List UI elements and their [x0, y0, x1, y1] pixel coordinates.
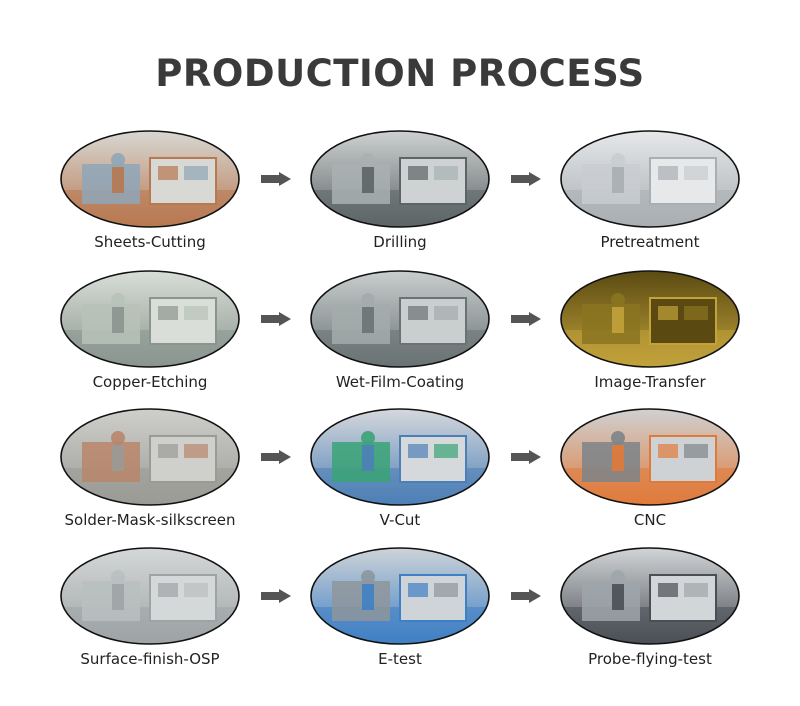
- pretreatment-line-photo: [560, 130, 740, 228]
- arrow-right-icon: [511, 589, 541, 603]
- etching-line-photo: [60, 270, 240, 368]
- arrow-right-icon: [511, 450, 541, 464]
- arrow-right-icon: [261, 450, 291, 464]
- coating-line-photo: [310, 270, 490, 368]
- arrow-right-icon: [261, 312, 291, 326]
- process-step-wet-film-coating: Wet-Film-Coating: [305, 270, 495, 400]
- arrow-right-icon: [261, 172, 291, 186]
- process-step-drilling: Drilling: [305, 130, 495, 260]
- step-label: V-Cut: [379, 511, 421, 529]
- process-step-cnc: CNC: [555, 408, 745, 538]
- process-step-v-cut: V-Cut: [305, 408, 495, 538]
- step-label: Solder-Mask-silkscreen: [64, 511, 236, 529]
- process-step-image-transfer: Image-Transfer: [555, 270, 745, 400]
- yellow-room-photo: [560, 270, 740, 368]
- drilling-machine-room-photo: [310, 130, 490, 228]
- arrow-right-icon: [511, 312, 541, 326]
- process-step-surface-finish-osp: Surface-finish-OSP: [55, 547, 245, 677]
- process-step-probe-flying-test: Probe-flying-test: [555, 547, 745, 677]
- arrow-right-icon: [261, 589, 291, 603]
- e-test-operators-photo: [310, 547, 490, 645]
- step-label: Wet-Film-Coating: [335, 373, 465, 391]
- v-cut-machines-photo: [310, 408, 490, 506]
- osp-line-photo: [60, 547, 240, 645]
- cnc-machines-photo: [560, 408, 740, 506]
- step-label: Sheets-Cutting: [94, 233, 206, 251]
- step-label: Surface-finish-OSP: [80, 650, 220, 668]
- process-step-copper-etching: Copper-Etching: [55, 270, 245, 400]
- step-label: Copper-Etching: [92, 373, 208, 391]
- step-label: Probe-flying-test: [588, 650, 712, 668]
- arrow-right-icon: [511, 172, 541, 186]
- worker-cutting-machine-photo: [60, 130, 240, 228]
- step-label: Pretreatment: [600, 233, 700, 251]
- process-step-sheets-cutting: Sheets-Cutting: [55, 130, 245, 260]
- page-title: PRODUCTION PROCESS: [155, 52, 645, 95]
- process-step-e-test: E-test: [305, 547, 495, 677]
- step-label: Drilling: [373, 233, 427, 251]
- step-label: Image-Transfer: [594, 373, 706, 391]
- flying-probe-tester-photo: [560, 547, 740, 645]
- process-step-pretreatment: Pretreatment: [555, 130, 745, 260]
- step-label: E-test: [378, 650, 422, 668]
- step-label: CNC: [633, 511, 667, 529]
- process-step-solder-mask-silkscreen: Solder-Mask-silkscreen: [55, 408, 245, 538]
- oven-machines-photo: [60, 408, 240, 506]
